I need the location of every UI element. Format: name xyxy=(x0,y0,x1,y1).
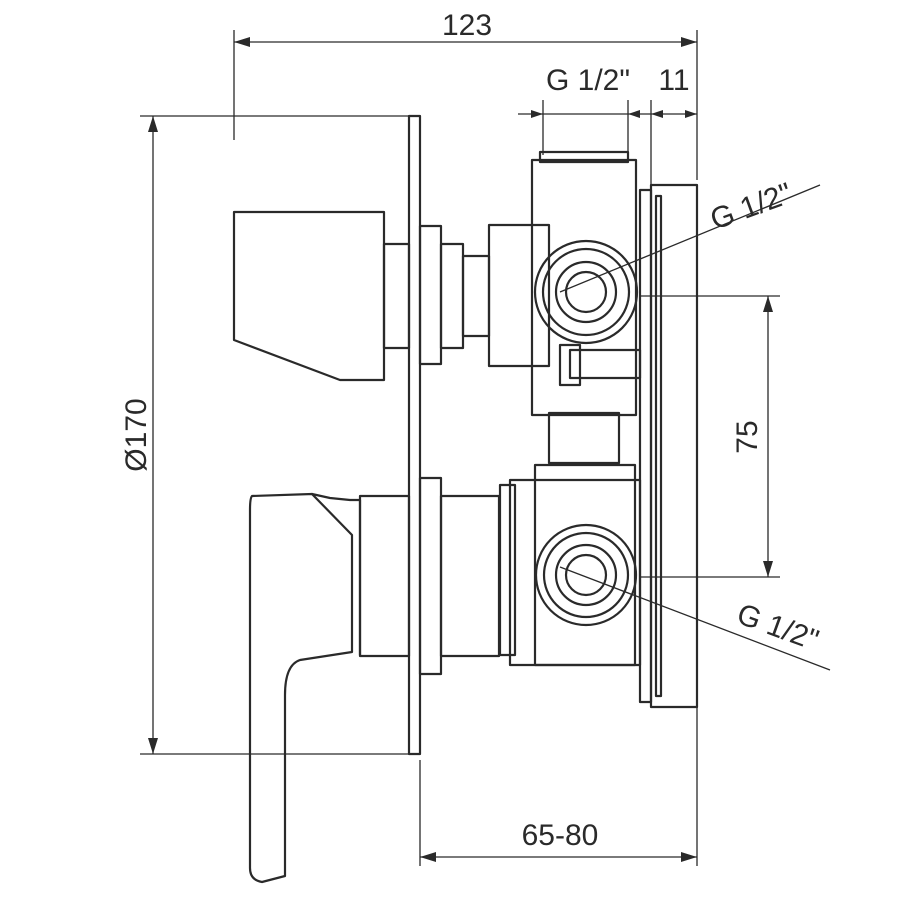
dimension-label-g12-upper: G 1/2" xyxy=(706,177,796,237)
diverter-knob xyxy=(232,210,491,382)
dimension-label-g12-lower: G 1/2" xyxy=(733,598,823,658)
dimension-diameter: Ø170 xyxy=(120,115,420,755)
dimension-label-diameter: Ø170 xyxy=(120,398,153,471)
dimension-label-g12-top: G 1/2" xyxy=(546,64,630,97)
mixer-lever-handle xyxy=(248,476,501,884)
cover-plate xyxy=(407,114,422,756)
dimension-label-75: 75 xyxy=(731,420,764,453)
dimension-width-total: 123 xyxy=(233,9,698,180)
dimension-wall-depth: 65-80 xyxy=(419,705,698,866)
dimension-label-11: 11 xyxy=(658,64,689,97)
dimension-label-123: 123 xyxy=(442,9,492,42)
upper-outlet-fitting xyxy=(533,239,639,345)
dimension-top-thread: G 1/2" 11 xyxy=(518,64,697,185)
leader-upper-outlet: G 1/2" xyxy=(559,177,821,293)
leader-lower-outlet: G 1/2" xyxy=(559,566,831,671)
valve-body xyxy=(487,150,642,667)
dimension-outlet-spacing: 75 xyxy=(640,295,780,578)
mounting-frame xyxy=(638,183,699,709)
lower-outlet-fitting xyxy=(534,523,638,627)
dimension-label-65-80: 65-80 xyxy=(522,819,599,852)
